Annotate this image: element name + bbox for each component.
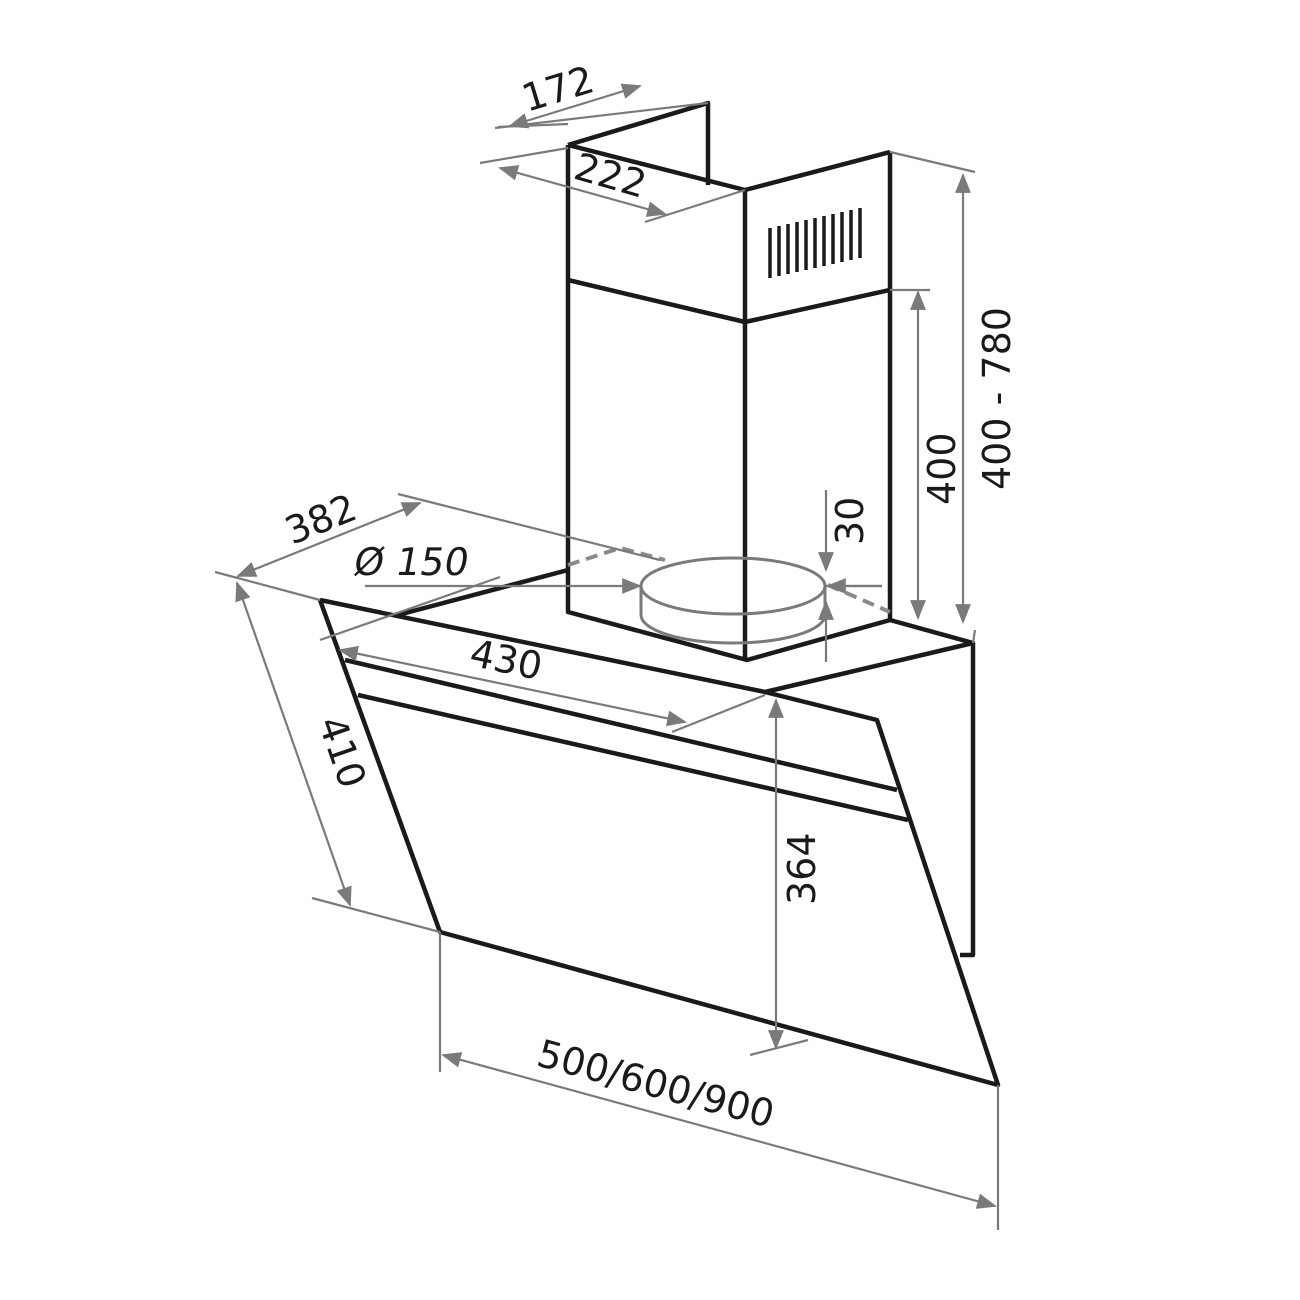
vent-grille-icon bbox=[768, 208, 862, 278]
dim-30: 30 bbox=[828, 497, 872, 545]
duct-outlet bbox=[567, 545, 891, 645]
dim-364: 364 bbox=[780, 832, 824, 905]
dim-172: 172 bbox=[517, 57, 599, 120]
dim-430: 430 bbox=[466, 631, 546, 689]
dimension-lines bbox=[214, 83, 1000, 1230]
dim-400-780: 400 - 780 bbox=[975, 307, 1019, 490]
dim-diameter-150: Ø 150 bbox=[350, 540, 472, 585]
dim-222: 222 bbox=[570, 144, 652, 206]
dim-400: 400 bbox=[920, 432, 964, 505]
hood-body bbox=[317, 567, 1001, 1088]
dim-500-600-900: 500/600/900 bbox=[533, 1031, 779, 1136]
